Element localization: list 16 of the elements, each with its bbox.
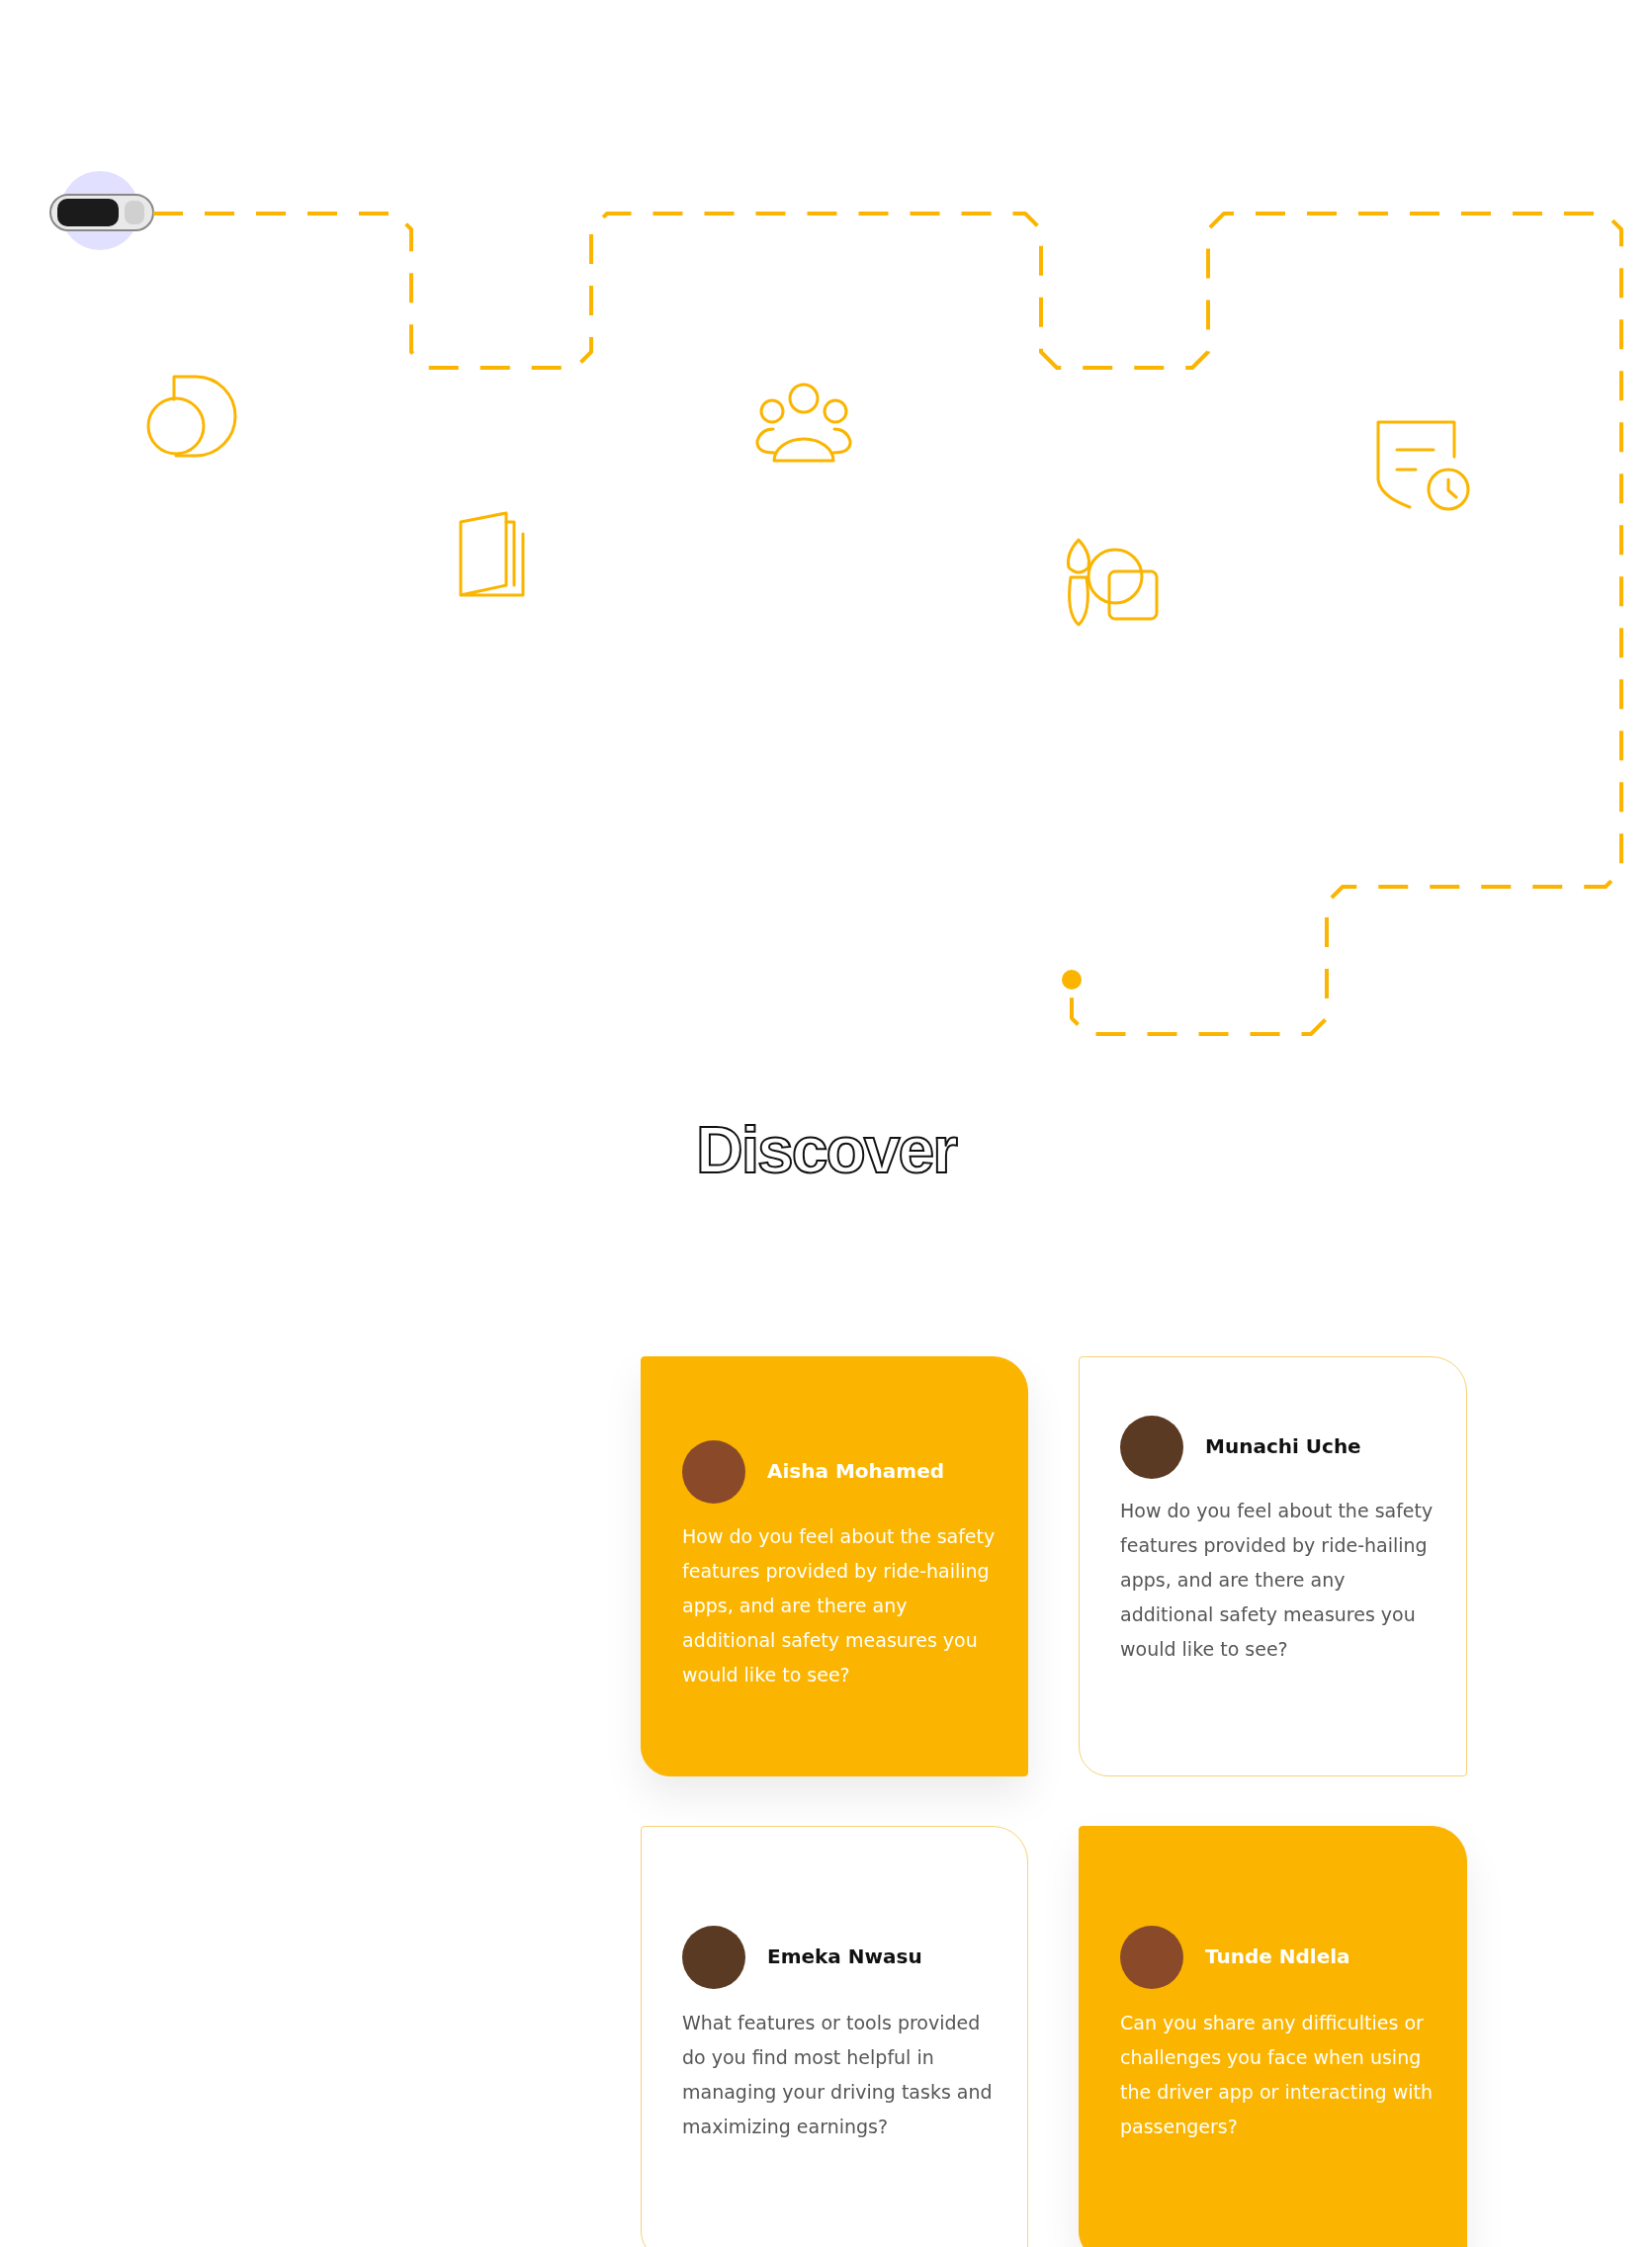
question-text: Can you share any difficulties or challenges you face when using the driver app or interacting with passengers? [1120, 2011, 1434, 2139]
question-text: How do you feel about the safety features provided by ride-hailing apps, and are there any additional safety measures you would like to see? [682, 1524, 997, 1687]
quote-card [641, 1826, 1028, 2247]
question-text: How do you feel about the safety features provided by ride-hailing apps, and are there any additional safety measures you would like to see? [1120, 1499, 1435, 1662]
person-name: Aisha Mohamed [767, 1459, 945, 1483]
car-drawing [49, 171, 154, 250]
page-title: Discover [695, 1112, 959, 1187]
quote-card [641, 1356, 1028, 1776]
end-dot [1062, 970, 1082, 990]
quote-card [1079, 1826, 1467, 2247]
person-name: Munachi Uche [1205, 1434, 1361, 1458]
person-name: Emeka Nwasu [767, 1945, 922, 1968]
dashed-route-line [153, 212, 1623, 1036]
person-name: Tunde Ndlela [1205, 1945, 1350, 1968]
quote-card [1079, 1356, 1467, 1776]
question-text: What features or tools provided do you find most helpful in managing your driving tasks and maximizing earnings? [682, 2011, 994, 2139]
